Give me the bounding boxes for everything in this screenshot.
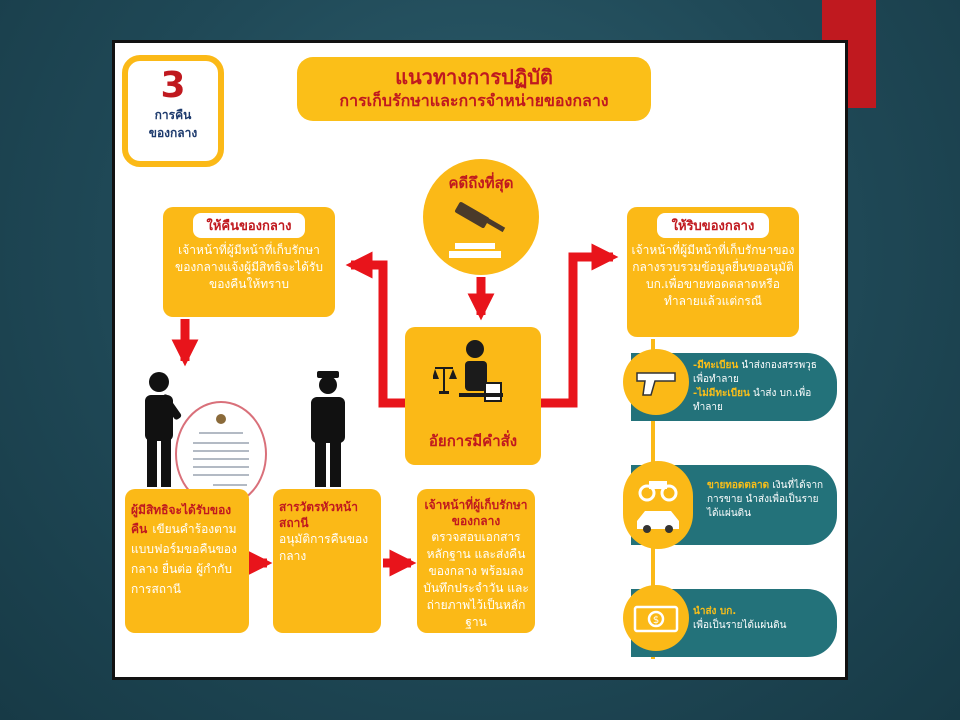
arrow-to-return-branch <box>345 251 405 408</box>
disposal-vehicles: ขายทอดตลาด เงินที่ได้จากการขาย นำส่งเพื่… <box>623 461 837 549</box>
step-3-text: ตรวจสอบเอกสารหลักฐาน และส่งคืนของกลาง พร… <box>423 530 529 629</box>
forfeit-branch-box: ให้ริบของกลาง เจ้าหน้าที่ผู้มีหน้าที่เก็… <box>627 207 799 337</box>
firearms-registered-action: นำส่งกองสรรพวุธเพื่อทำลาย <box>693 360 817 385</box>
step-2-text: อนุมัติการคืนของกลาง <box>279 532 369 563</box>
section-badge: 3 การคืน ของกลาง <box>122 55 224 167</box>
prosecutor-label: อัยการมีคำสั่ง <box>428 432 518 450</box>
title-line-2: การเก็บรักษาและการจำหน่ายของกลาง <box>339 91 609 110</box>
final-case-node: คดีถึงที่สุด <box>423 159 539 275</box>
firearms-unregistered-action: นำส่ง บก.เพื่อทำลาย <box>693 388 812 413</box>
title-line-1: แนวทางการปฏิบัติ <box>395 65 553 89</box>
disposal-firearms: -มีทะเบียน นำส่งกองสรรพวุธเพื่อทำลาย -ไม… <box>623 349 837 421</box>
badge-line-1: การคืน <box>154 108 192 122</box>
money-submit-action: เพื่อเป็นรายได้แผ่นดิน <box>693 620 787 631</box>
step-1-text: เขียนคำร้องตามแบบฟอร์มขอคืนของกลาง ยื่นต… <box>131 522 237 596</box>
disposal-firearms-text: -มีทะเบียน นำส่งกองสรรพวุธเพื่อทำลาย -ไม… <box>693 359 829 415</box>
step-2-highlight: สารวัตรหัวหน้าสถานี <box>279 500 358 530</box>
money-submit-label: นำส่ง บก. <box>693 606 737 617</box>
page-title: แนวทางการปฏิบัติ การเก็บรักษาและการจำหน่… <box>297 57 651 121</box>
svg-text:$: $ <box>653 615 659 626</box>
step-inspector-approval: สารวัตรหัวหน้าสถานี อนุมัติการคืนของกลาง <box>273 489 381 633</box>
step-claimant-request: ผู้มีสิทธิจะได้รับของคืน เขียนคำร้องตามแ… <box>125 489 249 633</box>
vehicles-auction-label: ขายทอดตลาด <box>707 480 770 491</box>
badge-line-2: ของกลาง <box>148 126 198 140</box>
disposal-money-text: นำส่ง บก. เพื่อเป็นรายได้แผ่นดิน <box>693 605 829 633</box>
infographic-frame: 3 การคืน ของกลาง แนวทางการปฏิบัติ การเก็… <box>112 40 848 680</box>
step-3-highlight: เจ้าหน้าที่ผู้เก็บรักษาของกลาง <box>424 498 528 528</box>
claimant-person-icon <box>145 372 182 487</box>
step-1-highlight: ผู้มีสิทธิจะได้รับของคืน <box>131 503 232 536</box>
firearms-registered-label: -มีทะเบียน <box>693 360 739 371</box>
vehicles-auction-action: เงินที่ได้จากการขาย นำส่งเพื่อเป็นรายได้… <box>707 480 824 519</box>
document-icon <box>193 414 249 486</box>
disposal-money: $ นำส่ง บก. เพื่อเป็นรายได้แผ่นดิน <box>623 585 837 657</box>
money-icon: $ <box>633 605 679 633</box>
final-case-label: คดีถึงที่สุด <box>448 174 514 192</box>
gun-icon <box>636 372 676 396</box>
arrow-to-forfeit-branch <box>541 243 619 408</box>
return-branch-text: เจ้าหน้าที่ผู้มีหน้าที่เก็บรักษาของกลางแ… <box>175 243 323 291</box>
forfeit-branch-text: เจ้าหน้าที่ผู้มีหน้าที่เก็บรักษาของกลางร… <box>631 243 795 308</box>
step-custodian-return: เจ้าหน้าที่ผู้เก็บรักษาของกลาง ตรวจสอบเอ… <box>417 489 535 633</box>
prosecutor-icon <box>432 340 503 402</box>
forfeit-branch-title: ให้ริบของกลาง <box>657 213 769 238</box>
firearms-unregistered-label: -ไม่มีทะเบียน <box>693 388 750 399</box>
prosecutor-node: อัยการมีคำสั่ง <box>405 327 541 465</box>
flow-arrows <box>171 243 619 577</box>
gavel-icon <box>449 202 506 258</box>
vehicle-icon <box>637 481 679 533</box>
return-branch-title: ให้คืนของกลาง <box>193 213 305 238</box>
badge-number: 3 <box>160 65 186 106</box>
return-branch-box: ให้คืนของกลาง เจ้าหน้าที่ผู้มีหน้าที่เก็… <box>163 207 335 317</box>
police-officer-icon <box>311 371 345 487</box>
disposal-vehicles-text: ขายทอดตลาด เงินที่ได้จากการขาย นำส่งเพื่… <box>707 479 829 521</box>
